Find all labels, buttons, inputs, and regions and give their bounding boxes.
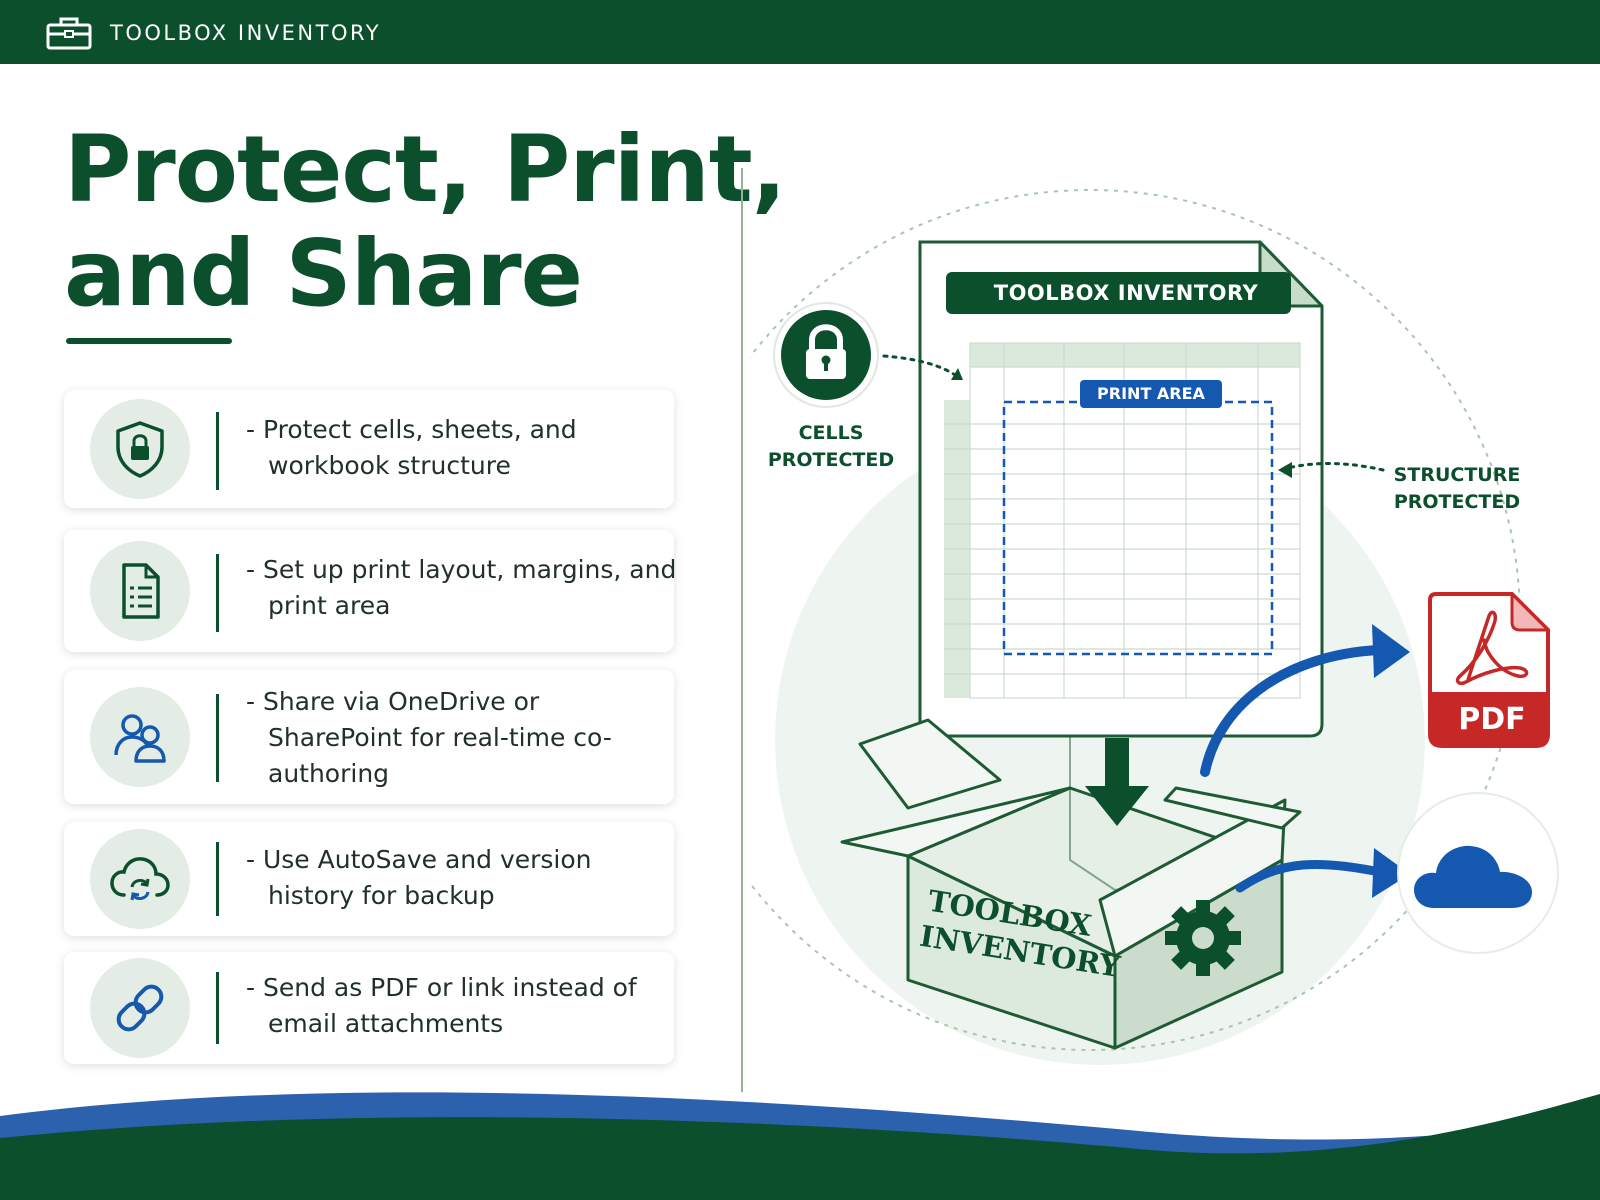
brand-text: TOOLBOX INVENTORY <box>110 21 382 45</box>
link-icon <box>116 984 164 1032</box>
users-icon <box>114 714 166 763</box>
illustration <box>750 189 1559 1065</box>
feature-text: - Send as PDF or link instead of email a… <box>246 973 637 1038</box>
card-divider <box>216 842 219 916</box>
structure-protected-line1: STRUCTURE <box>1393 464 1521 486</box>
document-icon <box>122 563 160 619</box>
title-line-2: and Share <box>64 220 583 327</box>
print-area-label: PRINT AREA <box>1097 384 1205 403</box>
feature-text: - Set up print layout, margins, and prin… <box>246 555 677 620</box>
lock-icon <box>773 302 879 408</box>
cloud-icon <box>1397 792 1559 954</box>
structure-protected-line2: PROTECTED <box>1393 491 1521 513</box>
feature-card-protect: - Protect cells, sheets, and workbook st… <box>64 390 674 508</box>
feature-card-autosave: - Use AutoSave and version history for b… <box>64 822 674 936</box>
cloud-sync-icon <box>110 857 170 901</box>
structure-protected-label: STRUCTURE PROTECTED <box>1386 462 1528 516</box>
page-title: Protect, Print, and Share <box>64 116 787 327</box>
feature-icon-badge <box>90 687 190 787</box>
sheet-title: TOOLBOX INVENTORY <box>993 281 1259 305</box>
gear-icon <box>1165 900 1241 976</box>
cells-protected-label: CELLS PROTECTED <box>766 420 896 474</box>
card-divider <box>216 554 219 632</box>
spreadsheet-document <box>918 240 1324 738</box>
cells-protected-line1: CELLS <box>798 422 864 444</box>
pdf-file-icon <box>1428 592 1550 748</box>
shield-lock-icon <box>116 421 164 478</box>
feature-icon-badge <box>90 958 190 1058</box>
top-bar: TOOLBOX INVENTORY <box>0 0 1600 64</box>
card-divider <box>216 412 219 490</box>
feature-icon-badge <box>90 829 190 929</box>
feature-text: - Protect cells, sheets, and workbook st… <box>246 415 577 480</box>
card-divider <box>216 694 219 782</box>
feature-icon-badge <box>90 541 190 641</box>
card-divider <box>216 972 219 1044</box>
cells-protected-line2: PROTECTED <box>767 449 895 471</box>
toolbox-icon <box>46 17 92 50</box>
feature-text: - Share via OneDrive or SharePoint for r… <box>246 687 612 788</box>
pdf-label: PDF <box>1458 702 1526 737</box>
feature-card-send: - Send as PDF or link instead of email a… <box>64 952 674 1064</box>
feature-card-share: - Share via OneDrive or SharePoint for r… <box>64 670 674 804</box>
feature-text: - Use AutoSave and version history for b… <box>246 845 592 910</box>
feature-icon-badge <box>90 399 190 499</box>
footer-wave <box>0 1092 1600 1200</box>
title-underline <box>66 338 232 344</box>
title-line-1: Protect, Print, <box>64 116 787 223</box>
down-arrow-icon <box>1085 738 1149 826</box>
center-divider <box>741 168 743 1092</box>
feature-card-print: - Set up print layout, margins, and prin… <box>64 530 676 652</box>
